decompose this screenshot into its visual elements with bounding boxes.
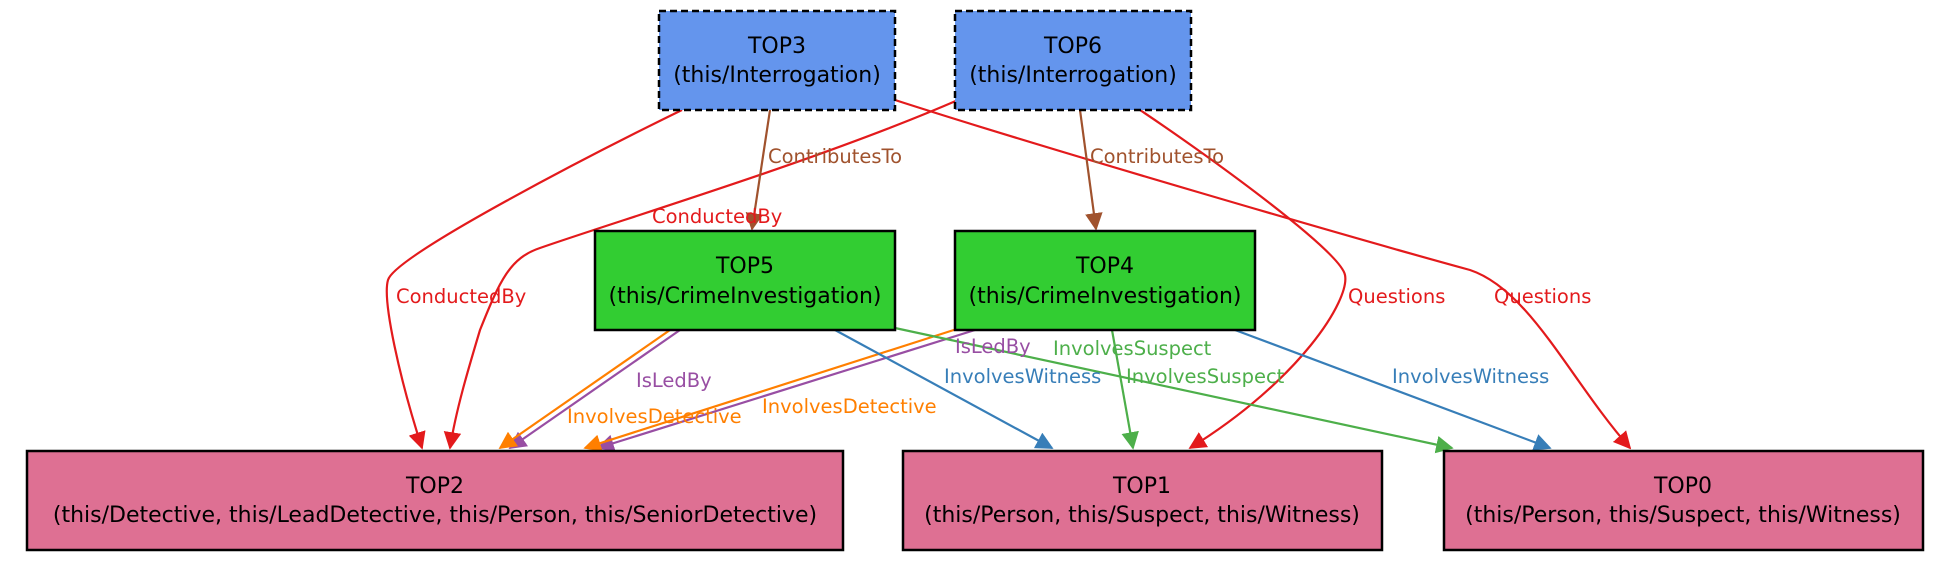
edge-label-involveswitness-top4: InvolvesWitness <box>1392 365 1549 388</box>
node-top4-name: TOP4 <box>1075 254 1134 279</box>
edge-label-involvessuspect-top4: InvolvesSuspect <box>1053 337 1212 360</box>
node-top5-name: TOP5 <box>715 254 774 279</box>
edge-label-contributesto-top4: ContributesTo <box>1090 145 1224 168</box>
edge-label-involvesdetective-top5: InvolvesDetective <box>567 405 742 428</box>
node-top0[interactable]: TOP0 (this/Person, this/Suspect, this/Wi… <box>1442 449 1925 552</box>
node-top2-types: (this/Detective, this/LeadDetective, thi… <box>53 503 817 528</box>
edge-top6-top1-questions <box>1139 109 1347 449</box>
node-top4-types: (this/CrimeInvestigation) <box>969 284 1242 309</box>
node-top3[interactable]: TOP3 (this/Interrogation) <box>657 9 897 112</box>
node-top1[interactable]: TOP1 (this/Person, this/Suspect, this/Wi… <box>901 449 1384 552</box>
edge-label-involveswitness-top5: InvolvesWitness <box>944 365 1101 388</box>
edge-top4-top1-involvessuspect <box>1110 329 1139 450</box>
node-top2-name: TOP2 <box>405 474 464 499</box>
edge-top5-top2-isledby <box>508 329 681 450</box>
edge-label-isledby-top5: IsLedBy <box>636 369 712 392</box>
node-top6-types: (this/Interrogation) <box>969 63 1177 88</box>
edge-top6-top2-conductedby <box>443 98 959 450</box>
edge-label-conductedby-top6: ConductedBy <box>652 205 782 228</box>
node-top1-name: TOP1 <box>1112 474 1171 499</box>
edge-top5-top2-involvesdetective <box>498 329 671 450</box>
node-top6-name: TOP6 <box>1043 34 1102 59</box>
edge-top5-top1-involveswitness <box>834 329 1054 449</box>
edge-top4-top0-involveswitness <box>1234 328 1552 451</box>
edge-top4-top2-isledby <box>596 328 976 452</box>
edge-label-questions-top0: Questions <box>1494 285 1591 308</box>
edge-top3-top5-contributesto <box>745 109 772 231</box>
edge-label-involvesdetective-top4: InvolvesDetective <box>762 395 937 418</box>
node-top4[interactable]: TOP4 (this/CrimeInvestigation) <box>953 229 1257 332</box>
edge-top3-top0-questions <box>894 98 1632 450</box>
node-top5-types: (this/CrimeInvestigation) <box>609 284 882 309</box>
edge-top3-top2-conductedby <box>385 109 683 450</box>
edge-top5-top0-involvessuspect <box>894 326 1454 454</box>
node-top2[interactable]: TOP2 (this/Detective, this/LeadDetective… <box>25 449 845 552</box>
edge-label-contributesto-top5: ContributesTo <box>768 145 902 168</box>
node-top0-types: (this/Person, this/Suspect, this/Witness… <box>1465 503 1901 528</box>
edge-top6-top4-contributesto <box>1078 109 1103 231</box>
edge-top4-top2-involvesdetective <box>583 326 961 452</box>
node-top1-types: (this/Person, this/Suspect, this/Witness… <box>924 503 1360 528</box>
node-top6[interactable]: TOP6 (this/Interrogation) <box>953 9 1193 112</box>
edges <box>385 98 1632 454</box>
node-top3-name: TOP3 <box>747 34 806 59</box>
node-top0-name: TOP0 <box>1653 474 1712 499</box>
edge-label-involvessuspect-top5: InvolvesSuspect <box>1126 365 1285 388</box>
node-top5[interactable]: TOP5 (this/CrimeInvestigation) <box>593 229 897 332</box>
edge-label-questions-top1: Questions <box>1348 285 1445 308</box>
edge-label-isledby-top4: IsLedBy <box>955 335 1031 358</box>
edge-labels: ContributesTo ContributesTo ConductedBy … <box>396 145 1591 428</box>
node-top3-types: (this/Interrogation) <box>673 63 881 88</box>
edge-label-conductedby-top3: ConductedBy <box>396 285 526 308</box>
